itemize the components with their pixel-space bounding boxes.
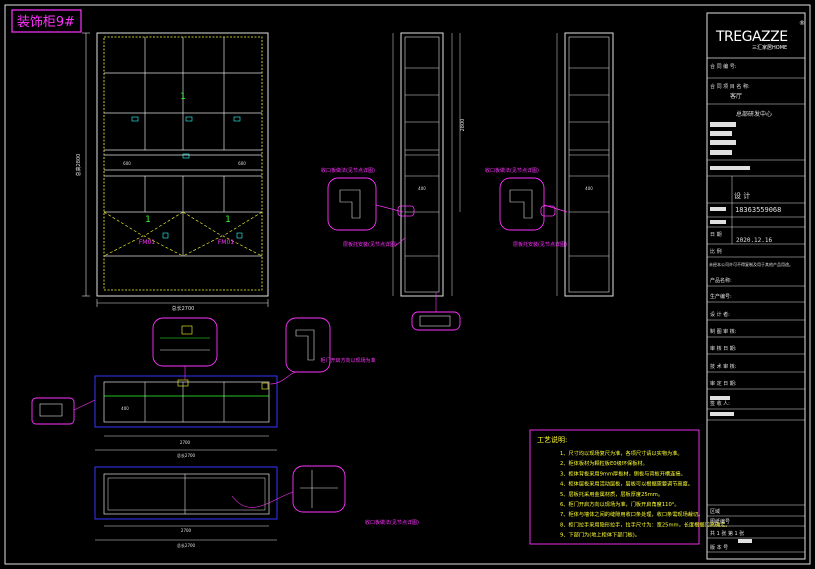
section-b: 400 收口板做法(见节点详图) 层板托安装(见节点详图) — [485, 32, 614, 297]
note-item: 2、柜体板材为颗粒板E0级环保板材。 — [560, 459, 648, 467]
svg-text:600: 600 — [123, 161, 131, 166]
svg-text:400: 400 — [585, 186, 593, 191]
note-item: 5、层板托采用金属材质，层板厚度25mm。 — [560, 490, 663, 498]
title-block-row: 审 定 日 期: — [710, 380, 737, 387]
svg-text:400: 400 — [121, 406, 129, 411]
svg-text:总长2700: 总长2700 — [177, 452, 196, 458]
title-block-row: 设 计 者: — [710, 311, 730, 318]
front-height-dim: 总高2800 — [75, 154, 82, 177]
svg-text:总长2700: 总长2700 — [177, 542, 196, 548]
svg-text:2700: 2700 — [181, 528, 192, 533]
callout-4: 层板托安装(见节点详图) — [513, 241, 567, 248]
process-notes: 工艺说明: 1、尺寸均以现场复尺为准，各项尺寸请以实物为准。 2、柜体板材为颗粒板… — [529, 429, 730, 545]
title-block-row: 制 图 审 核: — [710, 328, 737, 335]
note-item: 7、柜体与墙体之间的缝隙用收口条处理，收口条需现场裁切。 — [560, 510, 703, 518]
svg-text:未经本公司许可不得复制及用于其他产品用途。: 未经本公司许可不得复制及用于其他产品用途。 — [709, 261, 793, 267]
svg-text:总部研发中心: 总部研发中心 — [736, 110, 772, 118]
phone-number: 18363559068 — [735, 206, 781, 214]
front-elevation: 1 1 1 FM01 FM01 600 600 总长2700 总高2800 — [75, 32, 269, 312]
title-block-bottom-row: 版 本 号 — [710, 544, 728, 551]
svg-text:2700: 2700 — [180, 440, 191, 445]
note-item: 6、柜门开启方向以现场为准，门板开启角度110°。 — [560, 500, 680, 508]
drawing-title: 装饰柜9# — [11, 9, 82, 33]
svg-text:客厅: 客厅 — [730, 92, 742, 100]
note-item: 8、柜门拉手采用隐形拉手，拉手尺寸为：宽25mm，长度根据门高确定。 — [560, 520, 730, 528]
title-block-bottom-row: 共 1 张 第 1 张 — [710, 530, 744, 537]
svg-text:600: 600 — [238, 161, 246, 166]
title-block-row: 签 收 人: — [710, 400, 730, 407]
title-block-row: 审 核 日 期: — [710, 345, 737, 352]
plan-view-2: 2700 总长2700 收口板做法(见节点详图) — [94, 465, 419, 548]
note-item: 1、尺寸均以现场复尺为准，各项尺寸请以实物为准。 — [560, 449, 683, 457]
svg-text:比 例: 比 例 — [710, 248, 722, 255]
front-label-3: 1 — [225, 215, 231, 225]
callout-5: 柜门开启方向以现场为准 — [320, 357, 375, 364]
svg-text:400: 400 — [418, 186, 426, 191]
callout-2: 层板托安装(见节点详图) — [343, 241, 397, 248]
title-block-row: 技 术 审 核: — [710, 363, 737, 370]
title-block: TREGAZZE ® 三汇家居HOME 合 同 编 号: 合 同 项 目 名 称… — [706, 12, 806, 560]
svg-text:合 同 编 号:: 合 同 编 号: — [710, 63, 737, 70]
title-block-bottom-row: 图纸编号 — [710, 518, 730, 525]
brand-sub: 三汇家居HOME — [752, 44, 787, 51]
sheet-border — [4, 4, 811, 565]
front-width-dim: 总长2700 — [172, 305, 195, 312]
note-item: 4、柜体层板采用活动层板，层板可以根据需要调节高度。 — [560, 480, 693, 488]
date-value: 2020.12.16 — [736, 237, 773, 244]
brand-logo: TREGAZZE — [715, 29, 788, 45]
callout-1: 收口板做法(见节点详图) — [321, 167, 375, 174]
svg-text:2800: 2800 — [460, 119, 466, 132]
notes-heading: 工艺说明: — [537, 435, 567, 444]
title-text: 装饰柜9# — [17, 15, 75, 30]
svg-text:合 同 项 目 名 称:: 合 同 项 目 名 称: — [710, 83, 750, 90]
front-label-2: 1 — [145, 215, 151, 225]
front-outer — [96, 32, 269, 297]
door-label-left: FM01 — [139, 239, 155, 246]
section-a: 2800 400 收口板做法(见节点详图) 层板托安装(见节点详图) — [321, 32, 466, 331]
svg-text:设 计: 设 计 — [734, 191, 750, 200]
note-item: 9、下部门为(地上柜体下部门板)。 — [560, 531, 640, 539]
note-item: 3、柜体背板采用9mm厚板材，侧板与背板开槽连接。 — [560, 469, 686, 477]
svg-text:日 期: 日 期 — [710, 232, 722, 238]
callout-6: 收口板做法(见节点详图) — [365, 519, 419, 526]
title-block-row: 生产编号: — [710, 293, 732, 300]
title-block-row: 产品名称: — [710, 277, 732, 284]
svg-text:®: ® — [799, 20, 805, 27]
title-frame — [11, 9, 82, 33]
front-label-1: 1 — [180, 92, 186, 102]
callout-3: 收口板做法(见节点详图) — [485, 167, 539, 174]
door-label-right: FM01 — [218, 239, 234, 246]
plan-view-1: 400 2700 总长2700 柜门开启方向以现场为准 — [31, 317, 376, 458]
title-block-bottom-row: 区域 — [710, 508, 720, 515]
